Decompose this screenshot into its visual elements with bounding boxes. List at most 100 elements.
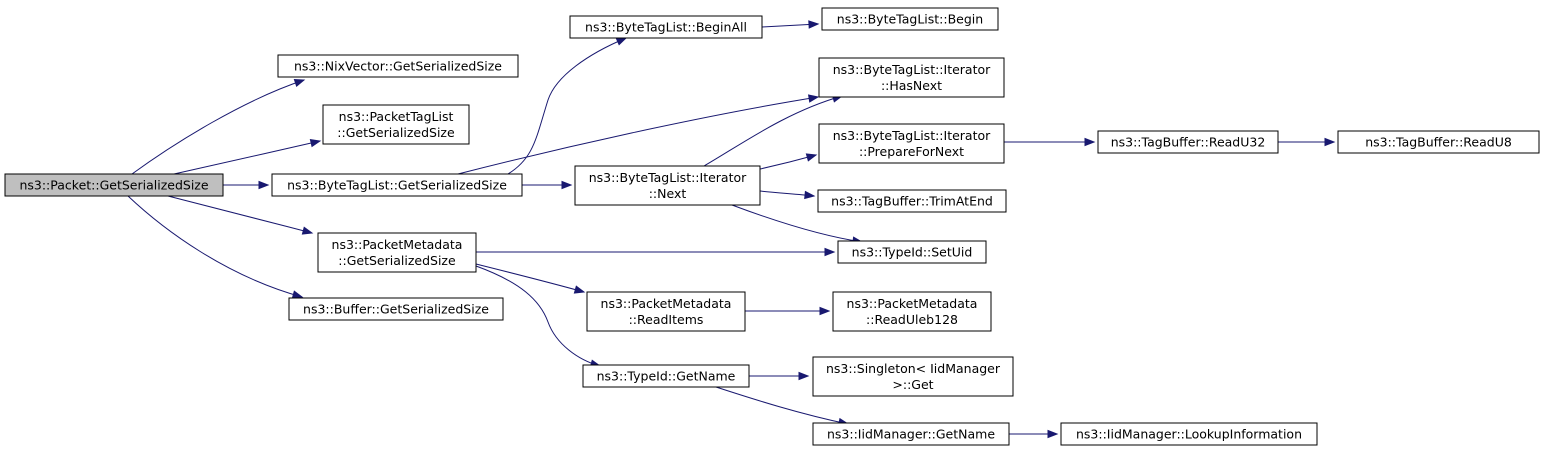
nodes-layer: ns3::Packet::GetSerializedSize ns3::NixVe… [4,7,1540,446]
node-box[interactable] [288,297,504,321]
node-tb-readu32[interactable]: ns3::TagBuffer::ReadU32 [1097,130,1279,154]
node-label: ns3::TagBuffer::ReadU8 [1365,135,1512,150]
node-label: ns3::PacketTagList [339,109,454,124]
node-box[interactable] [574,165,761,206]
node-box[interactable] [317,232,477,273]
node-tid-setuid[interactable]: ns3::TypeId::SetUid [837,240,987,264]
arrow-head [808,20,820,29]
node-packet-gss[interactable]: ns3::Packet::GetSerializedSize [4,173,224,197]
arrow-head [1324,137,1336,147]
node-label: ns3::ByteTagList::Iterator [589,170,747,185]
node-it-prep[interactable]: ns3::ByteTagList::Iterator::PrepareForNe… [818,123,1005,164]
node-box[interactable] [812,356,1014,397]
node-box[interactable] [818,57,1005,98]
node-label: ns3::IidManager::GetName [827,427,995,442]
node-btl-gss[interactable]: ns3::ByteTagList::GetSerializedSize [271,173,523,197]
node-label: ::HasNext [881,78,942,93]
node-btl-beginall[interactable]: ns3::ByteTagList::BeginAll [569,15,763,39]
edge-line [475,265,601,367]
arrow-head [561,180,573,190]
node-label: ::PrepareForNext [859,144,964,159]
node-box[interactable] [821,7,999,31]
edge-pm_gss-to-pm_readitems [475,263,586,294]
arrow-head [807,94,820,103]
arrow-head [805,153,818,162]
node-box[interactable] [569,15,763,39]
edge-packet_gss-to-buf_gss [127,195,304,299]
arrow-head [615,37,628,46]
node-box[interactable] [1097,130,1279,154]
node-it-hasnext[interactable]: ns3::ByteTagList::Iterator::HasNext [818,57,1005,98]
node-label: ns3::PacketMetadata [601,296,732,311]
edge-line [703,95,843,167]
node-label: >::Get [892,377,933,392]
arrow-head [573,285,586,294]
node-pm-readuleb[interactable]: ns3::PacketMetadata::ReadUleb128 [832,291,992,332]
node-pm-gss[interactable]: ns3::PacketMetadata::GetSerializedSize [317,232,477,273]
edge-line [167,195,313,234]
node-label: ns3::ByteTagList::Begin [837,12,983,27]
node-tb-trim[interactable]: ns3::TagBuffer::TrimAtEnd [817,189,1007,213]
arrow-head [819,306,831,316]
node-label: ns3::ByteTagList::BeginAll [585,20,747,35]
node-buf-gss[interactable]: ns3::Buffer::GetSerializedSize [288,297,504,321]
arrow-head [1047,429,1059,439]
node-box[interactable] [818,123,1005,164]
edge-btl_beginall-to-btl_begin [761,20,820,29]
node-label: ns3::NixVector::GetSerializedSize [294,59,502,74]
node-box[interactable] [277,54,519,78]
node-label: ::Next [649,186,687,201]
edge-line [715,386,849,425]
node-it-next[interactable]: ns3::ByteTagList::Iterator::Next [574,165,761,206]
arrow-head [291,290,304,299]
node-label: ::ReadItems [629,312,704,327]
edge-line [731,204,863,243]
arrow-head [301,226,314,235]
node-tid-getname[interactable]: ns3::TypeId::GetName [582,364,750,388]
edge-line [475,263,585,293]
node-label: ns3::Packet::GetSerializedSize [19,178,208,193]
node-singleton-get[interactable]: ns3::Singleton< IidManager >::Get [812,356,1014,397]
edge-it_prep-to-tb_readu32 [1004,137,1096,147]
node-pm-readitems[interactable]: ns3::PacketMetadata::ReadItems [586,291,746,332]
node-label: ns3::TypeId::SetUid [852,245,973,260]
node-label: ns3::Singleton< IidManager [826,361,1001,376]
node-ptl-gss[interactable]: ns3::PacketTagList::GetSerializedSize [322,104,470,145]
node-box[interactable] [322,104,470,145]
node-box[interactable] [812,422,1010,446]
edge-line [173,140,321,175]
edge-packet_gss-to-btl_gss [222,180,270,190]
node-nix-gss[interactable]: ns3::NixVector::GetSerializedSize [277,54,519,78]
node-label: ns3::ByteTagList::Iterator [833,62,991,77]
node-label: ns3::Buffer::GetSerializedSize [303,302,489,317]
node-box[interactable] [582,364,750,388]
node-box[interactable] [586,291,746,332]
arrow-head [309,138,322,148]
node-box[interactable] [837,240,987,264]
arrow-head [824,247,836,257]
node-btl-begin[interactable]: ns3::ByteTagList::Begin [821,7,999,31]
node-label: ns3::TagBuffer::TrimAtEnd [831,194,993,209]
node-iid-lookup[interactable]: ns3::IidManager::LookupInformation [1060,422,1318,446]
node-tb-readu8[interactable]: ns3::TagBuffer::ReadU8 [1337,130,1540,154]
node-box[interactable] [817,189,1007,213]
edge-packet_gss-to-ptl_gss [173,138,322,175]
edge-line [131,79,305,175]
edge-packet_gss-to-pm_gss [167,195,314,235]
edge-btl_gss-to-it_next [521,180,573,190]
node-iid-getname[interactable]: ns3::IidManager::GetName [812,422,1010,446]
node-box[interactable] [1337,130,1540,154]
edge-btl_gss-to-it_hasnext [457,94,820,175]
arrow-head [804,190,816,200]
edge-line [127,195,303,298]
node-box[interactable] [832,291,992,332]
node-label: ::GetSerializedSize [338,253,456,268]
node-label: ns3::ByteTagList::Iterator [833,128,991,143]
node-box[interactable] [271,173,523,197]
arrow-head [1084,137,1096,147]
node-box[interactable] [4,173,224,197]
node-label: ns3::PacketMetadata [847,296,978,311]
node-box[interactable] [1060,422,1318,446]
node-label: ns3::TypeId::GetName [597,369,736,384]
